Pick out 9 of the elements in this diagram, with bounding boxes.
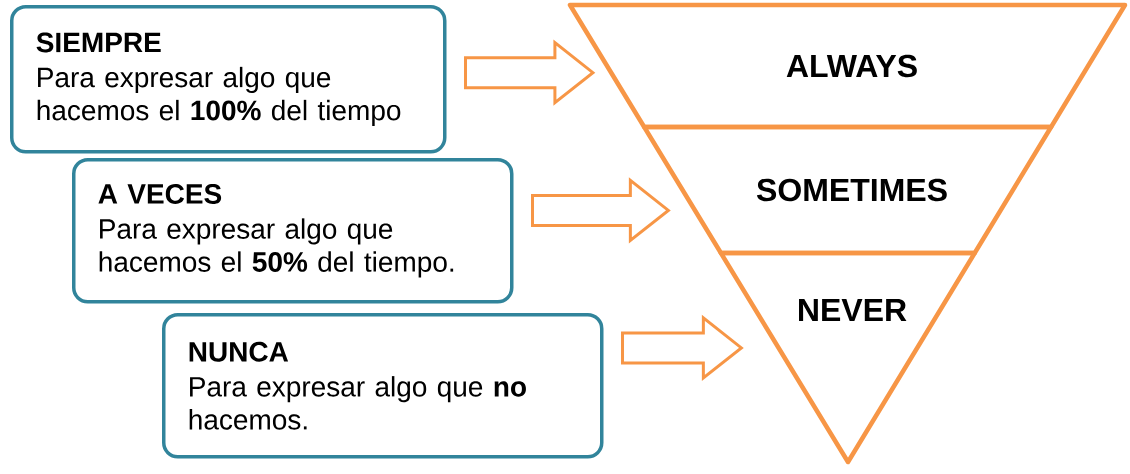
band-label: SOMETIMES [756,178,947,202]
block-arrow [531,177,671,244]
band-label: NEVER [799,299,907,321]
text-box: SIEMPRE Para expresar algo que hacemos el 100% del tiempo [10,5,447,154]
block-arrow [464,39,596,106]
block-arrow [621,314,744,381]
text-box: NUNCA Para expresar algo que no hacemos. [162,313,604,459]
band-label: ALWAYS [786,54,917,78]
text-box: A VECES Para expresar algo que hacemos el 50% del tiempo. [72,158,514,304]
